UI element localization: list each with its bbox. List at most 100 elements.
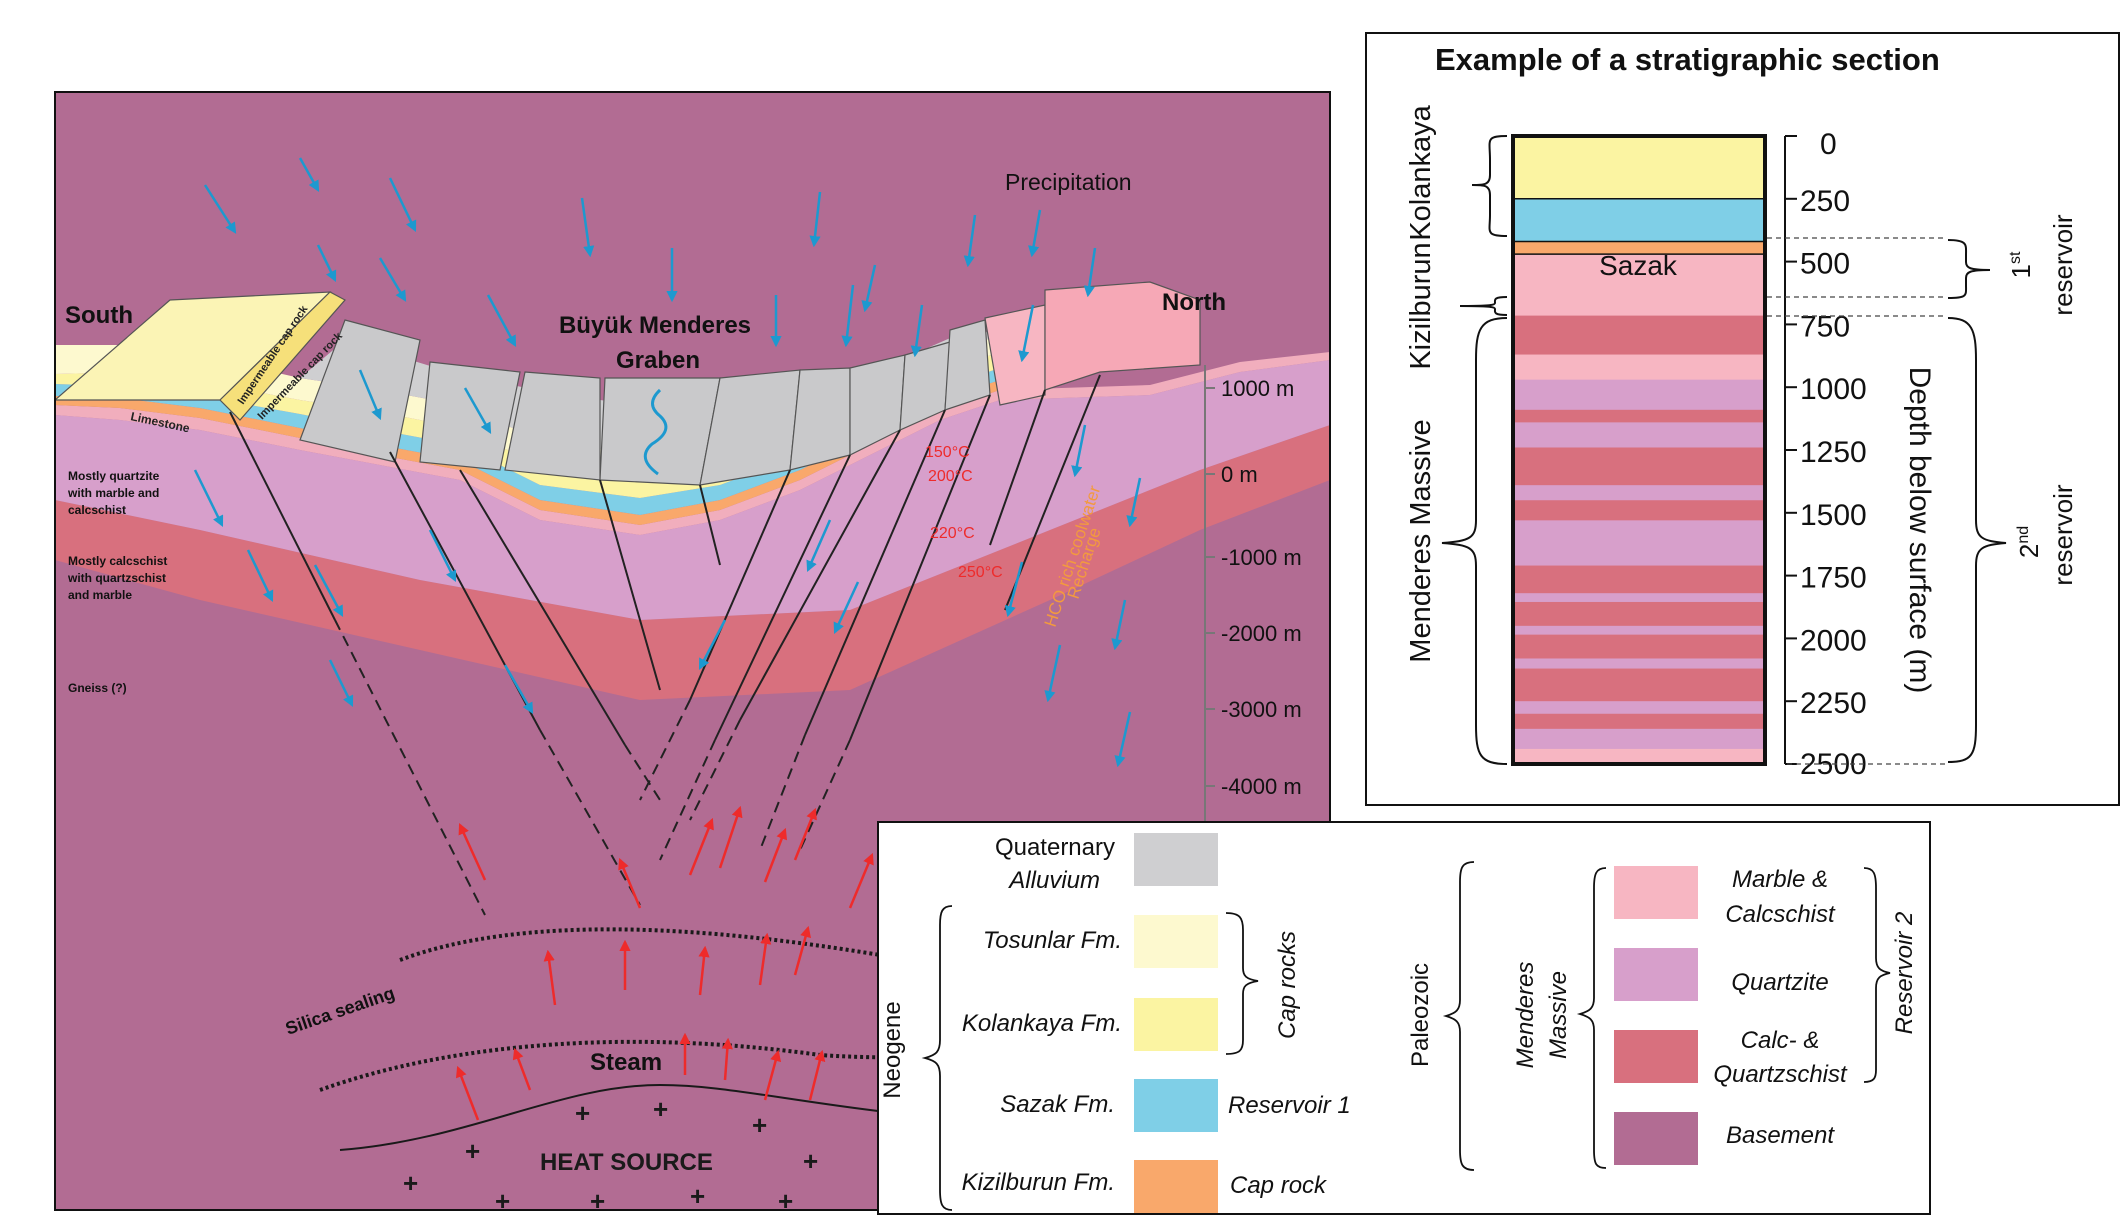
- calcschist-band: [1515, 602, 1763, 626]
- calcschist-band: [1515, 635, 1763, 659]
- formation-kolankaya: Kolankaya: [1405, 104, 1437, 240]
- unit-note-line: with marble and: [67, 486, 159, 500]
- swatch-marble: [1614, 866, 1698, 919]
- column-depth-label: 1750: [1800, 562, 1867, 595]
- formation-kizilburun: Kizilburun: [1405, 242, 1437, 369]
- stratigraphic-column-panel: Example of a stratigraphic section Sazak…: [1366, 33, 2119, 805]
- calcschist-band: [1515, 714, 1763, 730]
- graben-label-line1: Büyük Menderes: [559, 312, 751, 339]
- quartzite-band: [1515, 422, 1763, 448]
- legend-paleozoic: Paleozoic: [1407, 963, 1434, 1067]
- plus-sign: +: [752, 1110, 767, 1140]
- sazak-band: [1515, 199, 1763, 242]
- heat-source-label: HEAT SOURCE: [540, 1149, 713, 1176]
- temperature-label: 150°C: [925, 444, 970, 461]
- plus-sign: +: [690, 1181, 705, 1211]
- unit-note-line: Gneiss (?): [68, 681, 127, 695]
- plus-sign: +: [495, 1186, 510, 1216]
- legend-quaternary: Quaternary: [995, 834, 1115, 861]
- quartzite-band: [1515, 380, 1763, 411]
- quartzite-band: [1515, 520, 1763, 566]
- plus-sign: +: [403, 1168, 418, 1198]
- swatch-alluvium: [1134, 833, 1218, 886]
- legend-reservoir-1: Reservoir 1: [1228, 1092, 1351, 1119]
- reservoir-1-word: reservoir: [2048, 214, 2078, 315]
- legend-reservoir-2: Reservoir 2: [1891, 912, 1918, 1035]
- precipitation-label: Precipitation: [1005, 169, 1132, 195]
- plus-sign: +: [803, 1146, 818, 1176]
- calcschist-band: [1515, 316, 1763, 355]
- swatch-kizilburun: [1134, 1160, 1218, 1213]
- column-bars: [1515, 136, 1763, 765]
- calcschist-band: [1515, 500, 1763, 521]
- temperature-label: 250°C: [958, 564, 1003, 581]
- legend-panel: Quaternary Alluvium Tosunlar Fm. Kolanka…: [878, 822, 1930, 1214]
- legend-sazak: Sazak Fm.: [1000, 1091, 1115, 1118]
- swatch-basement: [1614, 1112, 1698, 1165]
- legend-alluvium: Alluvium: [1007, 867, 1100, 894]
- calcschist-band: [1515, 566, 1763, 594]
- quartzite-band: [1515, 658, 1763, 669]
- reservoir-2-superscript: nd: [2015, 526, 2032, 544]
- legend-cap-rocks: Cap rocks: [1274, 931, 1301, 1039]
- plus-sign: +: [778, 1186, 793, 1216]
- column-depth-axis-title: Depth below surface (m): [1903, 367, 1936, 694]
- unit-note-line: Mostly quartzite: [68, 469, 160, 483]
- swatch-tosunlar: [1134, 915, 1218, 968]
- grey-block: [790, 368, 850, 470]
- legend-marble-line1: Marble &: [1732, 866, 1828, 893]
- formation-menderes: Menderes Massive: [1405, 419, 1437, 662]
- plus-sign: +: [465, 1136, 480, 1166]
- depth-label: -4000 m: [1221, 774, 1302, 799]
- legend-quartzite: Quartzite: [1731, 969, 1828, 996]
- unit-note-line: Mostly calcschist: [68, 554, 167, 568]
- north-label: North: [1162, 289, 1226, 316]
- calcschist-band: [1515, 410, 1763, 423]
- quartzite-band: [1515, 593, 1763, 602]
- plus-sign: +: [653, 1094, 668, 1124]
- column-depth-label: 2250: [1800, 687, 1867, 720]
- column-depth-label: 1500: [1800, 499, 1867, 532]
- grey-block: [600, 378, 720, 485]
- legend-cap-rock: Cap rock: [1230, 1172, 1328, 1199]
- marble-band: [1515, 355, 1763, 381]
- legend-menderes-line2: Massive: [1545, 971, 1572, 1059]
- column-depth-label: 250: [1800, 185, 1850, 218]
- depth-label: -1000 m: [1221, 545, 1302, 570]
- graben-label-line2: Graben: [616, 347, 700, 374]
- calcschist-band: [1515, 669, 1763, 702]
- quartzite-band: [1515, 626, 1763, 635]
- legend-calc-line1: Calc- &: [1741, 1027, 1820, 1054]
- column-depth-label: 0: [1820, 128, 1837, 161]
- unit-note-line: with quartzschist: [67, 571, 166, 585]
- depth-label: -3000 m: [1221, 697, 1302, 722]
- quartzite-band: [1515, 729, 1763, 750]
- legend-kolankaya: Kolankaya Fm.: [962, 1010, 1122, 1037]
- column-depth-label: 500: [1800, 248, 1850, 281]
- legend-calc-line2: Quartzschist: [1713, 1061, 1848, 1088]
- reservoir-2-ordinal: 2: [2014, 544, 2044, 558]
- reservoir-1-superscript: st: [2007, 251, 2024, 264]
- reservoir-1-ordinal: 1: [2006, 264, 2036, 278]
- legend-menderes-line1: Menderes: [1512, 962, 1539, 1069]
- swatch-quartzite: [1614, 948, 1698, 1001]
- column-depth-label: 1250: [1800, 436, 1867, 469]
- quartzite-band: [1515, 485, 1763, 501]
- calcschist-band: [1515, 447, 1763, 485]
- temperature-label: 220°C: [930, 525, 975, 542]
- legend-neogene: Neogene: [879, 1001, 906, 1098]
- legend-basement: Basement: [1726, 1122, 1835, 1149]
- unit-note-line: and marble: [68, 588, 132, 602]
- south-label: South: [65, 302, 133, 329]
- legend-tosunlar: Tosunlar Fm.: [983, 927, 1122, 954]
- legend-marble-line2: Calcschist: [1725, 901, 1836, 928]
- column-title: Example of a stratigraphic section: [1435, 42, 1940, 77]
- column-depth-label: 2000: [1800, 624, 1867, 657]
- unit-note-line: calcschist: [68, 503, 126, 517]
- steam-label: Steam: [590, 1049, 662, 1076]
- swatch-calcschist: [1614, 1030, 1698, 1083]
- reservoir-2-word: reservoir: [2048, 484, 2078, 585]
- temperature-label: 200°C: [928, 468, 973, 485]
- kolankaya-band: [1515, 136, 1763, 199]
